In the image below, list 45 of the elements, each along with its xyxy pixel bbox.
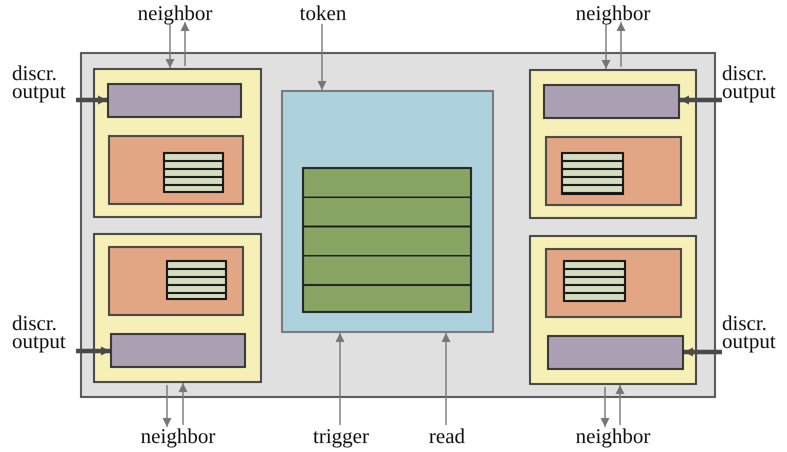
signal-label: read [424,427,470,445]
signal-label: discr. output [722,64,786,100]
memory-block [545,136,682,206]
module-panel [529,235,697,385]
memory-block [108,135,244,205]
register-block [543,84,680,119]
arrow [178,383,188,425]
arrow [162,385,172,427]
arrow [76,346,110,356]
memory-block [545,248,682,318]
signal-label: neighbor [133,427,223,445]
arrow [318,24,326,90]
module-panel [93,233,262,383]
memory-block [108,246,244,316]
arrow [442,333,450,425]
arrow [602,24,610,69]
arrow [616,385,624,425]
register-block [547,335,684,370]
arrow [76,96,107,104]
central-unit [281,90,494,333]
arrow [336,333,344,425]
module-panel [93,68,262,218]
buffer-stack [166,260,227,300]
buffer-stack [563,260,626,302]
signal-label: token [292,4,354,22]
arrow [616,22,626,67]
arrow [680,96,722,104]
arrow [600,387,610,427]
signal-label: neighbor [568,4,658,22]
buffer-stack [163,152,224,193]
buffer-stack [561,152,624,195]
outer-frame [80,52,716,398]
signal-label: neighbor [568,427,658,445]
signal-label: neighbor [130,4,220,22]
arrow [166,24,174,68]
signal-label: discr. output [722,314,786,350]
signal-label: trigger [306,427,376,445]
register-block [107,83,242,118]
module-panel [529,69,697,219]
register-block [110,333,246,368]
arrow [180,22,190,66]
arrow [684,348,722,356]
signal-label: discr. output [12,314,76,350]
queue-stack [302,167,472,313]
signal-label: discr. output [12,64,76,100]
